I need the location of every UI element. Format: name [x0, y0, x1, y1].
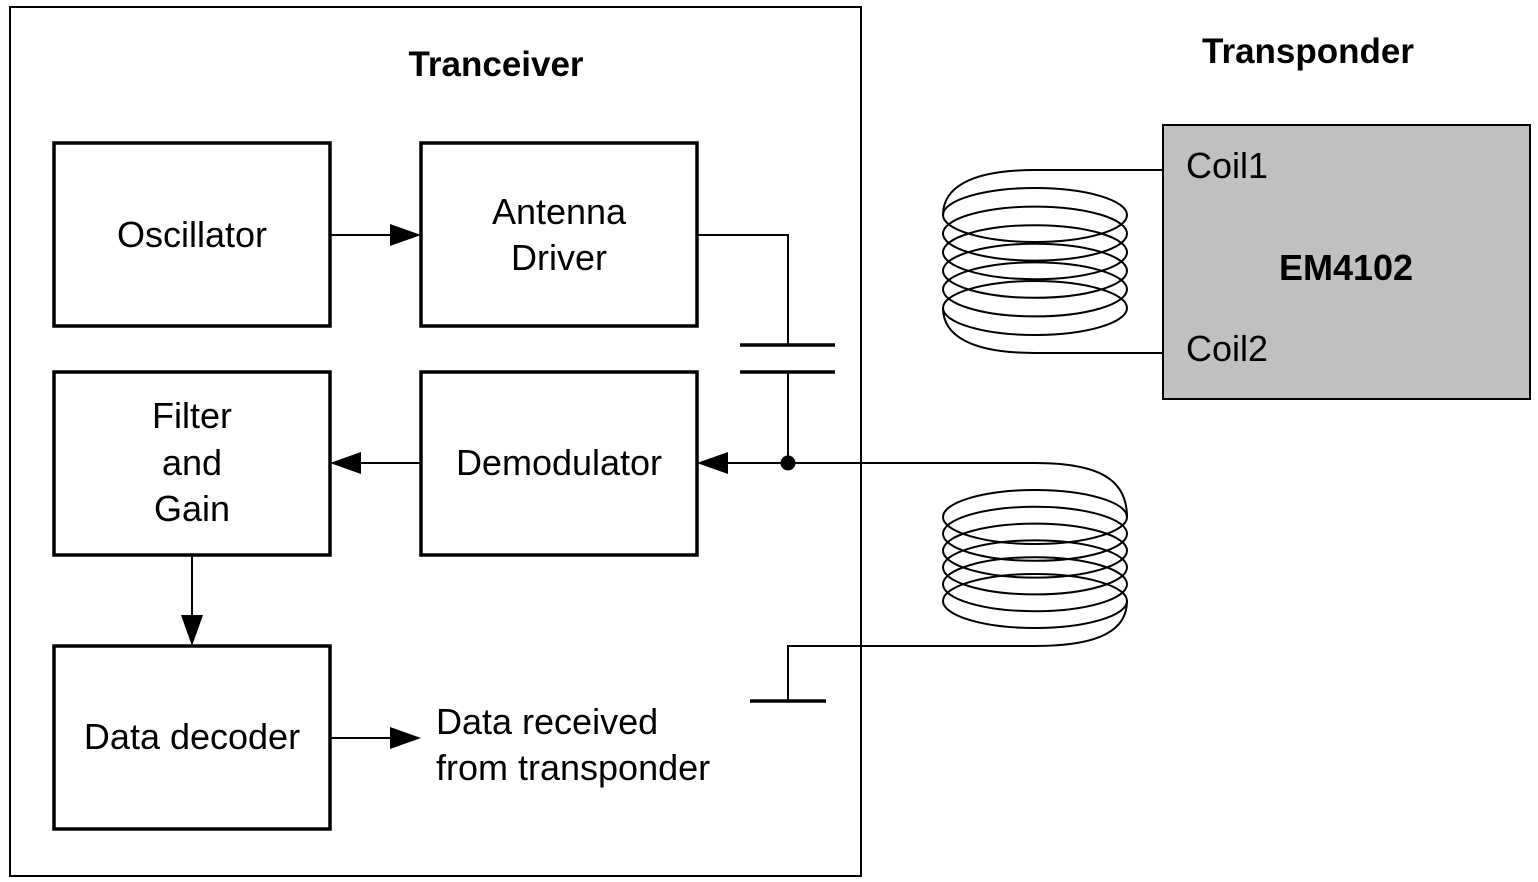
demodulator-label: Demodulator — [456, 442, 662, 483]
coil-turn — [942, 573, 1128, 629]
oscillator-label: Oscillator — [117, 214, 267, 255]
transponder-title: Transponder — [1202, 32, 1414, 71]
filter-gain-block: Filter and Gain — [52, 370, 332, 557]
filter-gain-label-line1: Filter — [152, 395, 232, 436]
pin-coil2-label: Coil2 — [1186, 328, 1268, 369]
output-label-line1: Data received — [436, 701, 658, 742]
reader-antenna-coil — [942, 462, 1128, 647]
arrow-decoder-to-output — [330, 727, 421, 749]
capacitor — [697, 234, 835, 463]
pin-coil1-label: Coil1 — [1186, 145, 1268, 186]
tranceiver-boundary — [9, 6, 862, 877]
antenna-driver-label-line1: Antenna — [492, 191, 627, 232]
data-decoder-label: Data decoder — [84, 716, 300, 757]
coil-turn — [942, 205, 1128, 262]
transponder-chip: Coil1 Coil2 EM4102 — [1162, 124, 1531, 400]
tranceiver-title: Tranceiver — [408, 45, 583, 84]
filter-gain-label-line2: and — [162, 442, 222, 483]
antenna-driver-label-line2: Driver — [511, 237, 607, 278]
chip-name: EM4102 — [1279, 247, 1413, 288]
coil-turn — [942, 224, 1128, 281]
demodulator-input-wire — [697, 452, 1035, 474]
coil-lead-bottom — [1034, 600, 1128, 647]
demodulator-block: Demodulator — [419, 370, 699, 557]
coil-turn — [942, 539, 1128, 596]
oscillator-block: Oscillator — [52, 141, 332, 328]
arrow-filter-to-decoder — [181, 555, 203, 646]
arrow-oscillator-to-driver — [330, 224, 421, 246]
coil-turn — [942, 261, 1128, 318]
coil-turn — [942, 505, 1128, 562]
data-decoder-block: Data decoder — [52, 644, 332, 831]
output-label-line2: from transponder — [436, 747, 710, 788]
coil-lead-coil2 — [942, 307, 1163, 354]
coil-turn — [942, 522, 1128, 579]
coil-turn — [942, 242, 1128, 299]
arrow-demodulator-to-filter — [330, 452, 421, 474]
transponder-antenna-coil — [942, 169, 1163, 354]
antenna-driver-block: Antenna Driver — [419, 141, 699, 328]
coil-turn — [942, 556, 1128, 613]
ground-symbol — [750, 645, 1035, 703]
coil-lead-top — [1034, 462, 1128, 518]
filter-gain-label-line3: Gain — [154, 488, 230, 529]
coil-turn — [942, 489, 1128, 545]
junction-dot — [780, 455, 796, 471]
coil-lead-coil1 — [942, 169, 1163, 216]
